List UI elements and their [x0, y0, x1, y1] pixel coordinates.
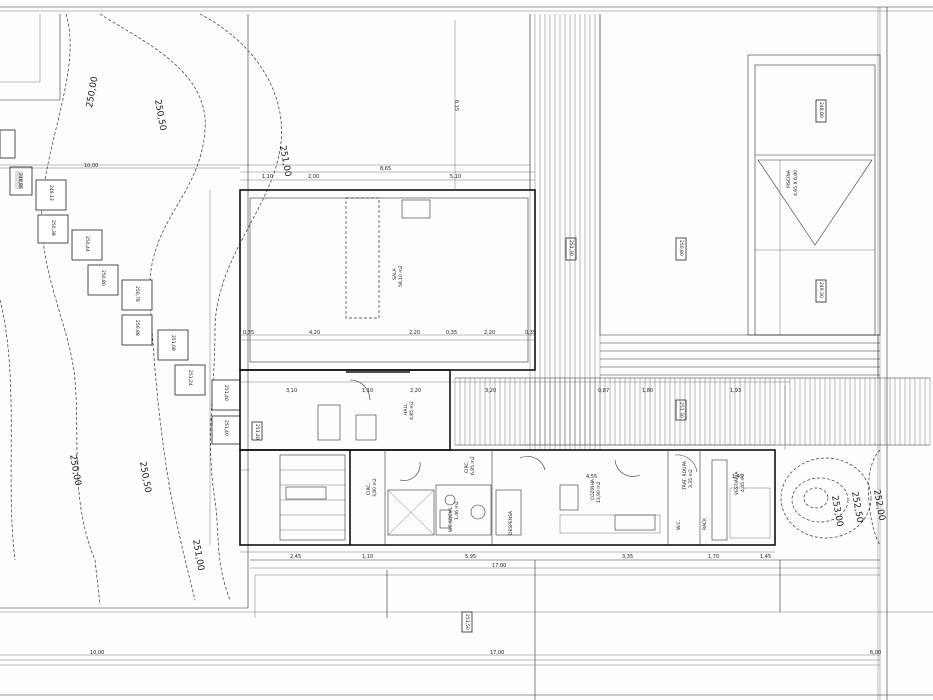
dim-110c: 1,10: [362, 554, 373, 560]
room-circ: CIRC.: [366, 483, 372, 495]
dim-087: 0,87: [598, 388, 609, 394]
room-sala-area: 58,10 m2: [398, 265, 404, 287]
dim-220: 2,20: [409, 330, 420, 336]
contour-label-250-50-b: 250,50: [137, 461, 152, 494]
dim-145b: 1,45: [732, 474, 743, 480]
spot-level-7: 250,88: [134, 320, 140, 336]
dim-510: 5,10: [450, 174, 461, 180]
room-circ2: CIRC.: [464, 461, 470, 473]
dim-335: 3,35: [622, 554, 633, 560]
dim-320: 3,20: [485, 388, 496, 394]
dim-245: 2,45: [290, 554, 301, 560]
dim-455: 4,55: [586, 474, 597, 480]
room-cozinha-area: 13,90 m2: [596, 481, 602, 503]
spot-level-1: 248,86: [17, 173, 23, 189]
room-trat-roupa: TRAT. ROUPA: [682, 460, 688, 491]
dim-17b: 17,00: [492, 563, 506, 569]
pool: PISCINA 4,65 X 6,80: [747, 54, 881, 336]
dim-110b: 1,10: [362, 388, 373, 394]
room-despensa: DESPENSA: [508, 510, 514, 535]
pool-steps: [600, 334, 880, 378]
contour-labels: 250,00 250,50 251,00 250,00 250,50 251,0…: [67, 76, 886, 572]
spot-level-2: 249,13: [48, 185, 54, 201]
dim-180: 1,80: [642, 388, 653, 394]
deck-horizontal: [454, 377, 931, 446]
contour-label-250: 250,00: [85, 76, 100, 109]
room-wc: WC SOCIAL: [448, 506, 454, 532]
spot-level-14: 250,80: [678, 240, 684, 256]
room-rack: RACK: [702, 517, 708, 530]
contour-label-250-50: 250,50: [152, 99, 167, 132]
spot-level-markers: 248,86 249,13 250,38 250,44 250,80 250,7…: [0, 99, 827, 633]
dim-220c: 2,20: [410, 388, 421, 394]
deck-vertical: [529, 14, 601, 450]
spot-level-9: 251,24: [187, 370, 193, 386]
dim-193: 1,93: [730, 388, 741, 394]
contour-label-253: 253,00: [829, 495, 844, 528]
spot-level-4: 250,44: [84, 236, 90, 252]
room-cozinha: COZINHA: [590, 478, 596, 500]
house-walls: [239, 189, 776, 546]
contour-label-251: 251,00: [277, 145, 292, 178]
room-circ-area: 3,80 m2: [372, 478, 378, 497]
dim-035c: 0,35: [525, 330, 536, 336]
spot-level-13: 251,30: [568, 240, 574, 256]
room-hall: HALL: [403, 403, 409, 415]
dim-110: 1,10: [262, 174, 273, 180]
room-wc-area: 1,46 m2: [454, 501, 460, 520]
contour-label-250-b: 250,00: [67, 454, 82, 487]
dim-145: 1,45: [760, 554, 771, 560]
dim-615: 6,15: [453, 100, 459, 111]
room-vestiaria: VESTIÁRIA: [733, 471, 740, 495]
room-trat-roupa-area: 3,35 m2: [688, 469, 694, 488]
dim-220b: 2,20: [484, 330, 495, 336]
spot-level-11: 251,40: [223, 420, 229, 436]
dim-595: 5,95: [465, 554, 476, 560]
dimension-lines: [0, 20, 880, 656]
spot-level-5: 250,80: [100, 270, 106, 286]
spot-level-8: 251,08: [170, 335, 176, 351]
spot-level-15: 248,80: [818, 102, 824, 118]
room-circ2-area: 6,85 m2: [470, 456, 476, 475]
room-sala: SALA: [392, 267, 398, 280]
dim-310: 3,10: [286, 388, 297, 394]
contour-label-251-b: 251,00: [190, 539, 205, 572]
dim-200: 2,00: [308, 174, 319, 180]
dim-170: 1,70: [708, 554, 719, 560]
dim-865: 8,65: [380, 166, 391, 172]
dim-035: 0,35: [243, 330, 254, 336]
spot-level-6: 250,78: [134, 286, 140, 302]
contour-label-252: 252,00: [871, 489, 886, 522]
spot-level-3: 250,38: [50, 220, 56, 236]
sheet-border: [0, 6, 933, 700]
pool-label: PISCINA: [786, 169, 792, 188]
dim-6: 6,00: [870, 650, 881, 656]
room-labels: SALA 58,10 m2 HALL 4,85 m2 CIRC. 3,80 m2…: [366, 265, 746, 535]
dim-10-top: 10,00: [84, 163, 98, 169]
dim-420: 4,20: [309, 330, 320, 336]
room-wcb: W.C.: [676, 520, 682, 530]
dim-10-bottom: 10,00: [90, 650, 104, 656]
dim-035b: 0,35: [446, 330, 457, 336]
dim-17: 17,00: [490, 650, 504, 656]
room-vestiaria-area: 4,45 m2: [740, 473, 746, 492]
spot-level-16: 249,30: [818, 282, 824, 298]
spot-level-18: 251,50: [464, 614, 470, 630]
dimension-texts: 10,00 10,00 17,00 17,00 6,00 8,65 1,10 2…: [84, 100, 881, 656]
room-hall-area: 4,85 m2: [409, 401, 415, 420]
pool-dims: 4,65 X 6,80: [793, 170, 799, 196]
spot-level-10: 251,40: [223, 385, 229, 401]
lot-boundaries: [0, 7, 933, 700]
contour-label-252-50: 252,50: [849, 491, 864, 524]
spot-level-12: 251,40: [254, 424, 260, 440]
spot-level-17: 251,30: [678, 402, 684, 418]
